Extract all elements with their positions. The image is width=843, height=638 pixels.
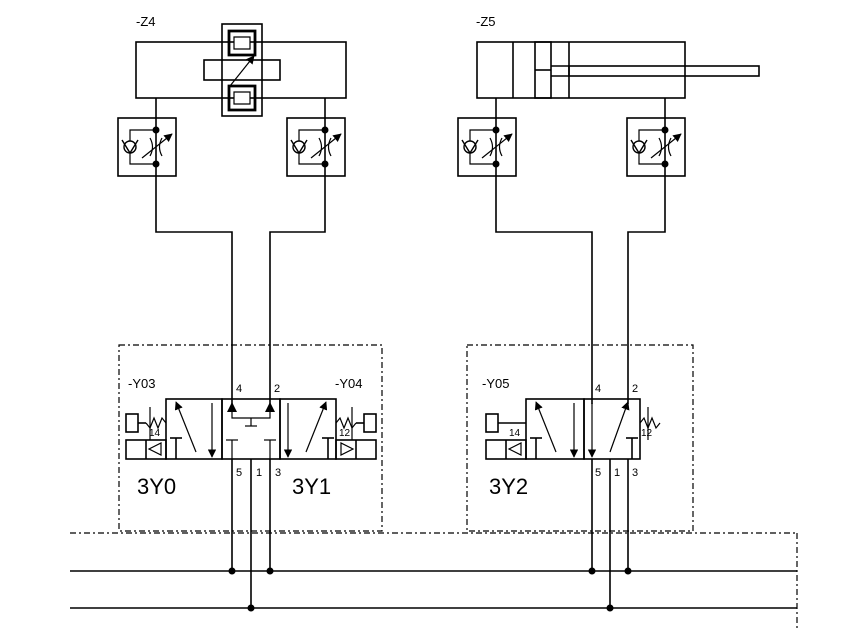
junction-dot bbox=[228, 567, 236, 575]
valve-right-port-4: 4 bbox=[595, 383, 601, 395]
flow-control-valves bbox=[117, 117, 686, 177]
valve-right-tag-y05: -Y05 bbox=[482, 376, 509, 391]
junction-dot bbox=[661, 126, 669, 134]
valve-right-port-5: 5 bbox=[595, 467, 601, 479]
valve-left-tag-y03: -Y03 bbox=[128, 376, 155, 391]
valve-left-port-3: 3 bbox=[275, 467, 281, 479]
junction-dot bbox=[624, 567, 632, 575]
valve-left-pilot-12: 12 bbox=[339, 428, 351, 439]
valve-right-port-3: 3 bbox=[632, 467, 638, 479]
valve-left-port-4: 4 bbox=[236, 383, 242, 395]
junction-dot bbox=[321, 126, 329, 134]
pipe-lines bbox=[155, 98, 666, 404]
valve-left-tag-y04: -Y04 bbox=[335, 376, 362, 391]
junction-dot bbox=[492, 160, 500, 168]
junction-dot bbox=[492, 126, 500, 134]
valve-right-pilot-12: 12 bbox=[641, 428, 653, 439]
flow-control-valve-z4-a bbox=[117, 117, 177, 177]
valve-right-pilot-14: 14 bbox=[509, 428, 521, 439]
valve-left-port-2: 2 bbox=[274, 383, 280, 395]
junction-dot bbox=[606, 604, 614, 612]
junction-dot bbox=[266, 567, 274, 575]
rotary-actuator-z4: -Z4 bbox=[135, 14, 347, 117]
junction-dot bbox=[588, 567, 596, 575]
valve-right-name-3y2: 3Y2 bbox=[489, 474, 528, 499]
flow-control-valve-z4-b bbox=[286, 117, 346, 177]
valve-left-3y0-3y1: -Y03 -Y04 4 2 5 1 3 14 12 3Y0 3Y1 bbox=[118, 344, 383, 608]
flow-control-valve-z5-a bbox=[457, 117, 517, 177]
valve-left-name-3y0: 3Y0 bbox=[137, 474, 176, 499]
junction-dot bbox=[152, 160, 160, 168]
cylinder-z5: -Z5 bbox=[476, 14, 760, 99]
z5-tag: -Z5 bbox=[476, 14, 496, 29]
junction-dot bbox=[661, 160, 669, 168]
junction-dot bbox=[321, 160, 329, 168]
junction-dot bbox=[247, 604, 255, 612]
junction-dot bbox=[152, 126, 160, 134]
flow-control-valve-z5-b bbox=[626, 117, 686, 177]
valve-left-port-1: 1 bbox=[256, 467, 262, 479]
valve-right-port-2: 2 bbox=[632, 383, 638, 395]
manifold-lines bbox=[70, 532, 798, 628]
valve-left-pilot-14: 14 bbox=[149, 428, 161, 439]
valve-right-port-1: 1 bbox=[614, 467, 620, 479]
valve-left-port-5: 5 bbox=[236, 467, 242, 479]
valve-left-name-3y1: 3Y1 bbox=[292, 474, 331, 499]
valve-right-3y2: -Y05 4 2 5 1 3 14 12 3Y2 bbox=[466, 344, 694, 608]
z4-tag: -Z4 bbox=[136, 14, 156, 29]
